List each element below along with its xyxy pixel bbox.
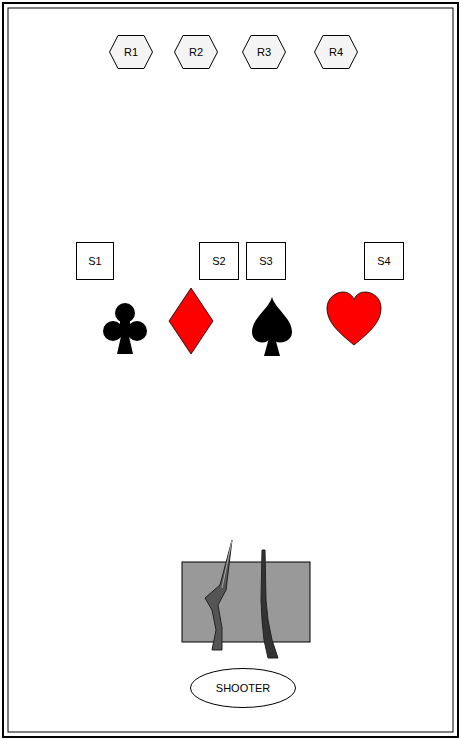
outer-frame [3, 3, 458, 737]
shotgun-right [261, 550, 278, 658]
inner-frame [8, 8, 453, 732]
gun-rack [182, 562, 310, 642]
station-box: S2 [199, 242, 239, 280]
station-box: S3 [246, 242, 286, 280]
node-label: R2 [189, 46, 203, 58]
range-hexagon: R1 [109, 35, 153, 69]
station-box: S4 [364, 242, 404, 280]
node-label: R4 [329, 46, 343, 58]
node-label: S3 [259, 255, 272, 267]
heart-symbol [327, 292, 381, 345]
node-label: S1 [88, 255, 101, 267]
shooter-ellipse: SHOOTER [190, 668, 296, 708]
range-hexagon: R4 [314, 35, 358, 69]
shotgun-left [205, 540, 232, 650]
spade-symbol [252, 297, 292, 356]
diamond-symbol [169, 288, 213, 354]
node-label: SHOOTER [216, 682, 270, 694]
station-box: S1 [76, 242, 114, 280]
range-hexagon: R2 [174, 35, 218, 69]
node-label: S4 [377, 255, 390, 267]
range-hexagon: R3 [242, 35, 286, 69]
node-label: S2 [212, 255, 225, 267]
club-symbol [103, 303, 147, 354]
node-label: R3 [257, 46, 271, 58]
node-label: R1 [124, 46, 138, 58]
